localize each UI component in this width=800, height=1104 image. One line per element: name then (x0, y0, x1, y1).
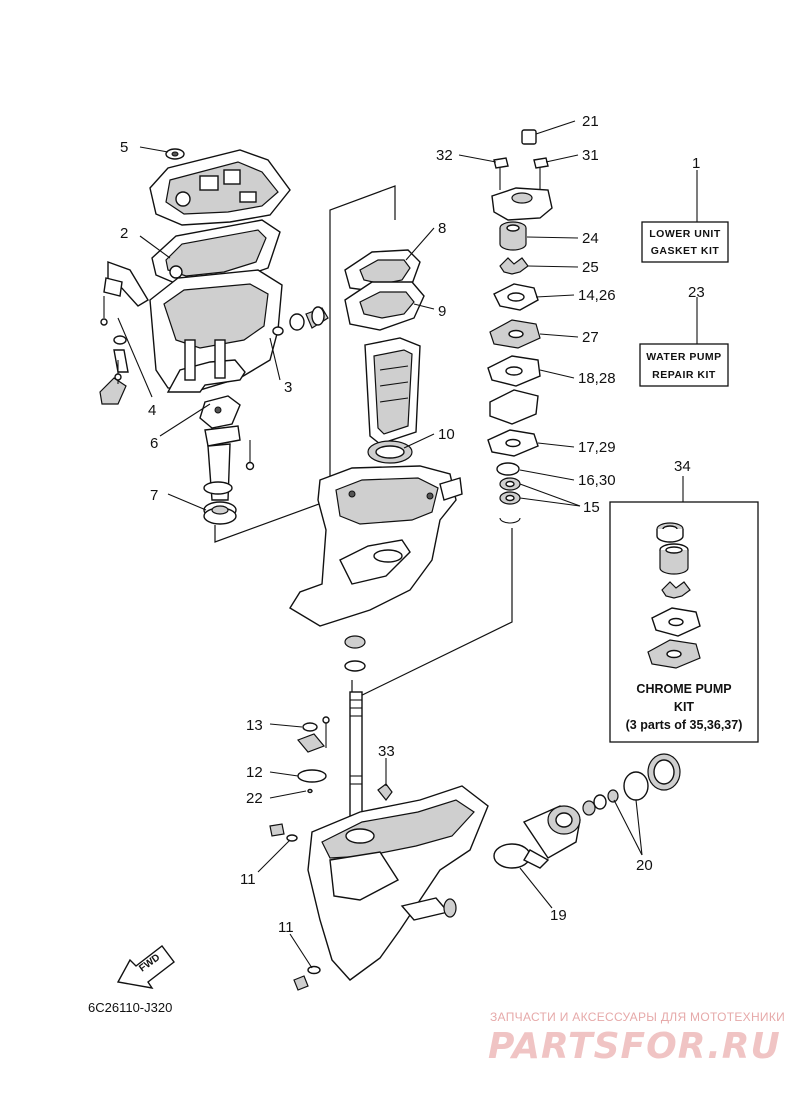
lower-unit-kit-line2: GASKET KIT (651, 245, 720, 257)
chrome-kit-line1: CHROME PUMP (636, 682, 731, 696)
callout-15: 15 (583, 499, 600, 516)
callout-11-upper: 11 (240, 871, 256, 888)
lower-unit-kit-line1: LOWER UNIT (649, 228, 721, 240)
callout-18-28: 18,28 (578, 370, 616, 387)
callout-12: 12 (246, 764, 263, 781)
callout-24: 24 (582, 230, 599, 247)
fwd-arrow-icon: FWD (116, 945, 175, 989)
callout-23: 23 (688, 284, 705, 301)
callout-8: 8 (438, 220, 446, 237)
callout-11-lower: 11 (278, 919, 294, 936)
callout-labels: 1 2 3 4 5 6 7 8 9 10 11 11 12 13 14,26 1… (120, 113, 723, 936)
adapter-plate-drawing (199, 395, 255, 525)
upper-casing-drawing (149, 148, 329, 393)
callout-17-29: 17,29 (578, 439, 616, 456)
water-pump-kit-line1: WATER PUMP (646, 351, 721, 363)
watermark: ЗАПЧАСТИ И АКСЕССУАРЫ ДЛЯ МОТОТЕХНИКИ PA… (488, 1010, 785, 1067)
callout-20: 20 (636, 857, 653, 874)
callout-21: 21 (582, 113, 599, 130)
callout-34: 34 (674, 458, 691, 475)
diagram-code: 6C26110-J320 (88, 1000, 172, 1015)
callout-25: 25 (582, 259, 599, 276)
gearcase-drawing (293, 785, 489, 991)
chrome-kit-line2: KIT (674, 700, 695, 714)
callout-5: 5 (120, 139, 128, 156)
chrome-kit-line3: (3 parts of 35,36,37) (626, 718, 743, 732)
lower-unit-gasket-kit-box: LOWER UNIT GASKET KIT (641, 221, 729, 263)
midsection-drawing (289, 249, 513, 701)
callout-33: 33 (378, 743, 395, 760)
leader-lines (117, 120, 704, 969)
chrome-pump-kit-box: CHROME PUMP KIT (3 parts of 35,36,37) (609, 501, 759, 743)
callout-9: 9 (438, 303, 446, 320)
callout-14-26: 14,26 (578, 287, 616, 304)
callout-32: 32 (436, 147, 453, 164)
water-pump-stack-drawing (487, 129, 553, 524)
callout-16-30: 16,30 (578, 472, 616, 489)
callout-1: 1 (692, 155, 700, 172)
callout-10: 10 (438, 426, 455, 443)
watermark-brand: PARTSFOR.RU (488, 1026, 781, 1067)
callout-2: 2 (120, 225, 128, 242)
callout-13: 13 (246, 717, 263, 734)
watermark-tagline: ЗАПЧАСТИ И АКСЕССУАРЫ ДЛЯ МОТОТЕХНИКИ (490, 1010, 785, 1024)
callout-19: 19 (550, 907, 567, 924)
callout-3: 3 (284, 379, 292, 396)
drive-shaft-drawing (269, 691, 393, 842)
propeller-housing-drawing (493, 753, 681, 869)
callout-22: 22 (246, 790, 263, 807)
bracket-assembly-drawing (99, 261, 149, 405)
callout-7: 7 (150, 487, 158, 504)
callout-6: 6 (150, 435, 158, 452)
water-pump-repair-kit-box: WATER PUMP REPAIR KIT (639, 343, 729, 387)
callout-27: 27 (582, 329, 599, 346)
callout-31: 31 (582, 147, 599, 164)
callout-4: 4 (148, 402, 156, 419)
water-pump-kit-line2: REPAIR KIT (652, 369, 716, 381)
